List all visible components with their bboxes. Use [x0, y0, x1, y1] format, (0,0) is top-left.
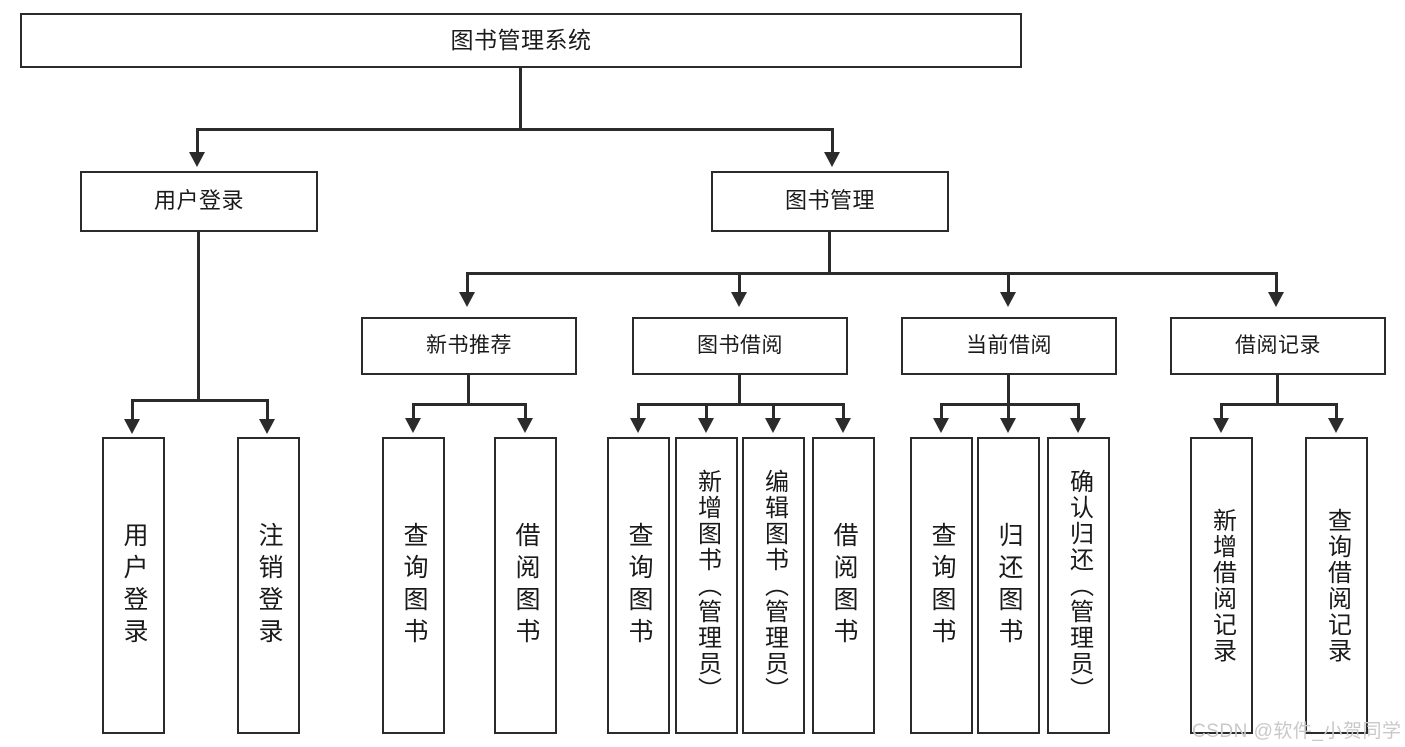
node-label: 借阅记录 — [1235, 334, 1321, 358]
edge-root-bus — [196, 128, 834, 131]
edge-cb-to-leaf-2 — [1077, 403, 1080, 421]
arrowhead-user-login-leaf-0 — [124, 419, 140, 434]
arrowhead-user-login-leaf-1 — [259, 419, 275, 434]
arrowhead-nbr-leaf-0 — [405, 418, 421, 433]
leaf-current-borrow-2[interactable]: 确认归还（管理员） — [1047, 437, 1110, 734]
edge-bb-to-leaf-0 — [637, 403, 640, 421]
arrowhead-bb-leaf-2 — [765, 418, 781, 433]
node-book-management[interactable]: 图书管理 — [711, 171, 949, 232]
arrowhead-lvl3-1 — [731, 292, 747, 307]
edge-cb-trunk — [1007, 375, 1010, 406]
arrowhead-br-leaf-0 — [1213, 418, 1229, 433]
node-label: 新书推荐 — [426, 334, 512, 358]
edge-bb-bus — [637, 403, 845, 406]
node-current-borrow[interactable]: 当前借阅 — [901, 317, 1117, 375]
edge-bm-to-lvl3-2 — [1007, 272, 1010, 296]
edge-bb-to-leaf-3 — [842, 403, 845, 421]
edge-user-login-bus — [131, 399, 269, 402]
arrowhead-bb-leaf-0 — [630, 418, 646, 433]
edge-bm-to-lvl3-1 — [738, 272, 741, 296]
edge-root-trunk — [519, 68, 522, 130]
leaf-book-borrow-2[interactable]: 编辑图书（管理员） — [742, 437, 805, 734]
arrowhead-lvl3-0 — [459, 292, 475, 307]
arrowhead-cb-leaf-1 — [1000, 418, 1016, 433]
node-label: 图书管理系统 — [450, 26, 592, 53]
edge-bm-to-lvl3-3 — [1275, 272, 1278, 296]
edge-book-management-bus — [466, 272, 1278, 275]
edge-user-login-trunk — [197, 232, 200, 402]
leaf-new-book-recommend-0[interactable]: 查询图书 — [382, 437, 445, 734]
arrowhead-bb-leaf-1 — [698, 418, 714, 433]
arrowhead-cb-leaf-0 — [933, 418, 949, 433]
node-label: 确认归还（管理员） — [1065, 468, 1093, 703]
edge-br-to-leaf-0 — [1220, 403, 1223, 421]
arrowhead-nbr-leaf-1 — [517, 418, 533, 433]
edge-nbr-to-leaf-0 — [412, 403, 415, 421]
edge-bm-to-lvl3-0 — [466, 272, 469, 296]
node-book-borrow[interactable]: 图书借阅 — [632, 317, 848, 375]
node-user-login[interactable]: 用户登录 — [80, 171, 318, 232]
edge-bb-to-leaf-2 — [772, 403, 775, 421]
edge-root-to-book-management — [831, 128, 834, 156]
node-label: 用户登录 — [153, 188, 244, 214]
node-label: 借阅图书 — [830, 521, 858, 650]
node-label: 用户登录 — [120, 521, 148, 650]
edge-br-to-leaf-1 — [1335, 403, 1338, 421]
edge-book-management-trunk — [828, 232, 831, 274]
node-label: 新增图书（管理员） — [693, 468, 721, 703]
edge-br-bus — [1220, 403, 1338, 406]
leaf-current-borrow-0[interactable]: 查询图书 — [910, 437, 973, 734]
edge-root-to-user-login — [196, 128, 199, 156]
edge-user-login-to-leaf-0 — [131, 399, 134, 423]
arrowhead-user-login — [189, 152, 205, 167]
node-new-book-recommend[interactable]: 新书推荐 — [361, 317, 577, 375]
arrowhead-book-management — [824, 152, 840, 167]
node-label: 图书借阅 — [697, 334, 783, 358]
leaf-new-book-recommend-1[interactable]: 借阅图书 — [494, 437, 557, 734]
node-label: 查询图书 — [928, 521, 956, 650]
edge-cb-to-leaf-0 — [940, 403, 943, 421]
node-borrow-record[interactable]: 借阅记录 — [1170, 317, 1386, 375]
leaf-current-borrow-1[interactable]: 归还图书 — [977, 437, 1040, 734]
node-label: 图书管理 — [784, 188, 875, 214]
edge-bb-trunk — [738, 375, 741, 406]
leaf-borrow-record-0[interactable]: 新增借阅记录 — [1190, 437, 1253, 734]
node-label: 编辑图书（管理员） — [760, 468, 788, 703]
node-label: 查询借阅记录 — [1323, 507, 1351, 664]
arrowhead-cb-leaf-2 — [1070, 418, 1086, 433]
edge-cb-bus — [940, 403, 1080, 406]
node-label: 归还图书 — [995, 521, 1023, 650]
leaf-user-login-0[interactable]: 用户登录 — [102, 437, 165, 734]
node-label: 注销登录 — [255, 521, 283, 650]
arrowhead-br-leaf-1 — [1328, 418, 1344, 433]
edge-cb-to-leaf-1 — [1007, 403, 1010, 421]
edge-nbr-trunk — [467, 375, 470, 406]
arrowhead-lvl3-3 — [1268, 292, 1284, 307]
node-label: 查询图书 — [625, 521, 653, 650]
edge-bb-to-leaf-1 — [705, 403, 708, 421]
node-label: 借阅图书 — [512, 521, 540, 650]
edge-nbr-to-leaf-1 — [524, 403, 527, 421]
arrowhead-bb-leaf-3 — [835, 418, 851, 433]
leaf-user-login-1[interactable]: 注销登录 — [237, 437, 300, 734]
edge-br-trunk — [1276, 375, 1279, 406]
node-label: 新增借阅记录 — [1208, 507, 1236, 664]
leaf-book-borrow-1[interactable]: 新增图书（管理员） — [675, 437, 738, 734]
leaf-book-borrow-0[interactable]: 查询图书 — [607, 437, 670, 734]
node-label: 当前借阅 — [966, 334, 1052, 358]
leaf-book-borrow-3[interactable]: 借阅图书 — [812, 437, 875, 734]
edge-nbr-bus — [412, 403, 527, 406]
arrowhead-lvl3-2 — [1000, 292, 1016, 307]
edge-user-login-to-leaf-1 — [266, 399, 269, 423]
node-root-book-management-system[interactable]: 图书管理系统 — [20, 13, 1022, 68]
node-label: 查询图书 — [400, 521, 428, 650]
leaf-borrow-record-1[interactable]: 查询借阅记录 — [1305, 437, 1368, 734]
